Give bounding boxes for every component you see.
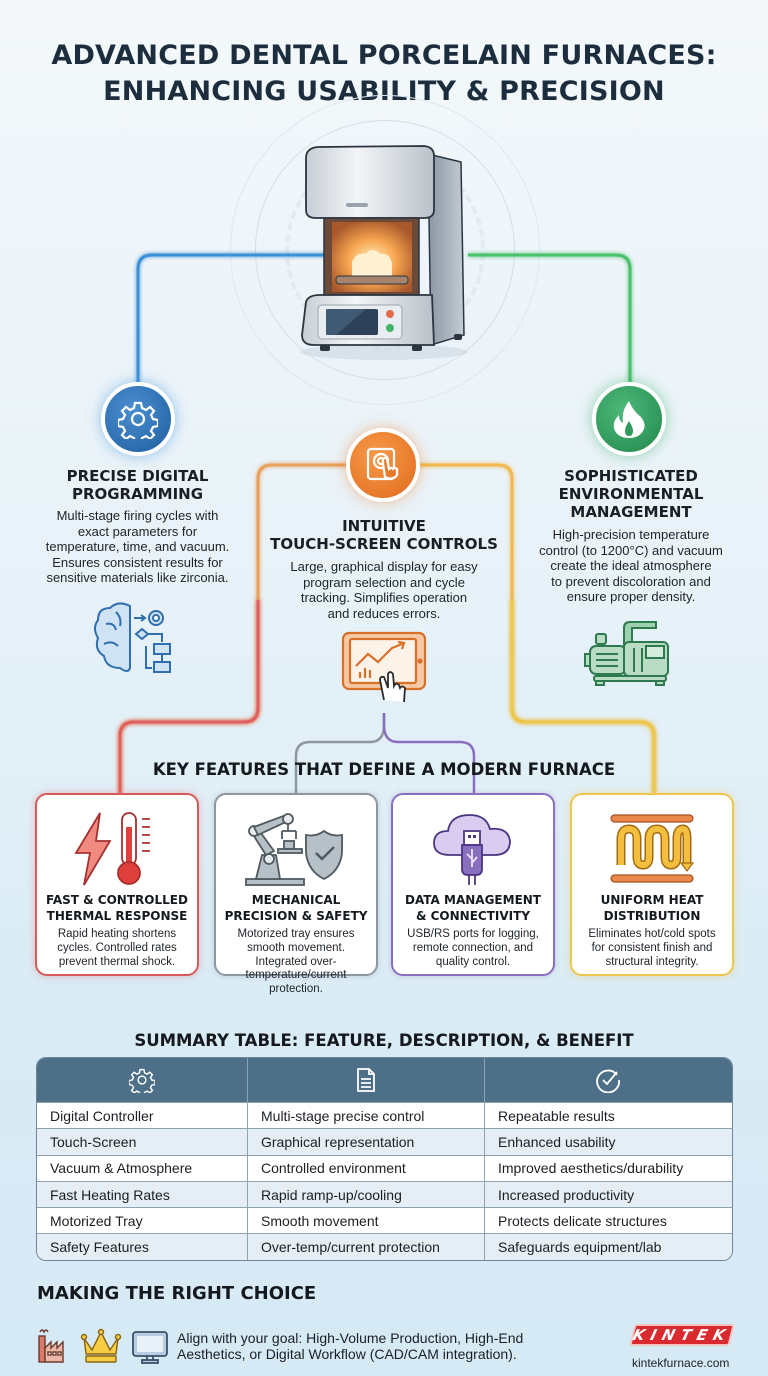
dental-furnace-illustration: [296, 140, 471, 365]
table-cell-feature: Motorized Tray: [37, 1208, 248, 1234]
gear-icon: [37, 1058, 248, 1102]
table-cell-feature: Fast Heating Rates: [37, 1181, 248, 1208]
feature-card-title: DATA MANAGEMENT & CONNECTIVITY: [404, 893, 541, 923]
pillar-title-digital-programming: PRECISE DIGITAL PROGRAMMING: [66, 467, 209, 503]
summary-table: Digital Controller Multi-stage precise c…: [36, 1057, 733, 1261]
kintek-logo: KINTEK: [629, 1324, 735, 1346]
table-cell-description: Smooth movement: [248, 1208, 485, 1234]
brain-flowchart-icon: [92, 598, 182, 683]
table-cell-benefit: Improved aesthetics/durability: [498, 1160, 684, 1177]
table-body: Digital Controller Multi-stage precise c…: [37, 1102, 732, 1260]
table-cell-feature: Digital Controller: [37, 1103, 248, 1129]
feature-card-thermal: FAST & CONTROLLED THERMAL RESPONSE Rapid…: [35, 793, 199, 976]
pillar-title-touch-screen: INTUITIVE TOUCH-SCREEN CONTROLS: [270, 517, 498, 553]
table-row: Fast Heating Rates Rapid ramp-up/cooling…: [37, 1180, 732, 1208]
check-circle-icon: [485, 1058, 731, 1102]
feature-card-desc: Motorized tray ensures smooth movement. …: [237, 928, 355, 996]
key-features-title: KEY FEATURES THAT DEFINE A MODERN FURNAC…: [152, 760, 616, 779]
feature-card-mechanical: MECHANICAL PRECISION & SAFETY Motorized …: [214, 793, 378, 995]
table-row: Vacuum & Atmosphere Controlled environme…: [37, 1154, 732, 1181]
brand-url[interactable]: kintekfurnace.com: [632, 1356, 730, 1370]
pillar-title-environmental: SOPHISTICATED ENVIRONMENTAL MANAGEMENT: [558, 467, 704, 521]
factory-icon: [36, 1328, 70, 1369]
heating-coil-icon: [572, 809, 732, 889]
crown-icon: [80, 1328, 122, 1369]
feature-card-title: FAST & CONTROLLED THERMAL RESPONSE: [46, 893, 188, 923]
feature-card-uniform-heat: UNIFORM HEAT DISTRIBUTION Eliminates hot…: [570, 793, 734, 976]
choice-text: Align with your goal: High-Volume Produc…: [177, 1330, 524, 1362]
choice-title: MAKING THE RIGHT CHOICE: [37, 1283, 317, 1304]
flame-icon: [592, 382, 666, 456]
gear-icon: [101, 382, 175, 456]
pillar-desc-digital-programming: Multi-stage firing cycles with exact par…: [45, 508, 230, 585]
feature-card-title: MECHANICAL PRECISION & SAFETY: [224, 893, 368, 923]
monitor-icon: [131, 1330, 169, 1369]
pillar-desc-touch-screen: Large, graphical display for easy progra…: [290, 559, 478, 621]
summary-table-title: SUMMARY TABLE: FEATURE, DESCRIPTION, & B…: [134, 1031, 634, 1050]
feature-card-desc: USB/RS ports for logging, remote connect…: [407, 928, 539, 968]
feature-card-desc: Eliminates hot/cold spots for consistent…: [588, 928, 716, 968]
pillar-desc-environmental: High-precision temperature control (to 1…: [539, 527, 723, 604]
title-line-1: ADVANCED DENTAL PORCELAIN FURNACES:: [51, 40, 717, 71]
table-cell-description: Over-temp/current protection: [248, 1234, 485, 1260]
table-cell-feature: Vacuum & Atmosphere: [37, 1155, 248, 1181]
table-row: Touch-Screen Graphical representation En…: [37, 1128, 732, 1155]
table-cell-benefit: Safeguards equipment/lab: [498, 1239, 662, 1256]
table-cell-description: Graphical representation: [248, 1129, 485, 1155]
table-header: [37, 1058, 732, 1102]
lightning-thermometer-icon: [37, 809, 197, 889]
feature-card-title: UNIFORM HEAT DISTRIBUTION: [600, 893, 704, 923]
table-cell-feature: Safety Features: [37, 1234, 248, 1260]
touch-tablet-icon: [346, 428, 420, 502]
tablet-chart-touch-icon: [340, 630, 430, 715]
document-icon: [248, 1058, 485, 1102]
vacuum-pump-icon: [584, 620, 676, 695]
page-title: ADVANCED DENTAL PORCELAIN FURNACES: ENHA…: [0, 38, 768, 110]
table-row: Motorized Tray Smooth movement Protects …: [37, 1207, 732, 1234]
table-cell-benefit: Enhanced usability: [498, 1133, 616, 1150]
table-cell-description: Rapid ramp-up/cooling: [248, 1181, 485, 1208]
table-cell-description: Multi-stage precise control: [248, 1103, 485, 1129]
robot-arm-shield-icon: [216, 809, 376, 889]
table-row: Safety Features Over-temp/current protec…: [37, 1233, 732, 1260]
cloud-usb-icon: [393, 809, 553, 889]
table-cell-description: Controlled environment: [248, 1155, 485, 1181]
feature-card-desc: Rapid heating shortens cycles. Controlle…: [57, 928, 177, 968]
table-cell-benefit: Increased productivity: [498, 1186, 635, 1203]
table-cell-benefit: Protects delicate structures: [498, 1212, 667, 1229]
table-cell-benefit: Repeatable results: [498, 1107, 615, 1124]
table-cell-feature: Touch-Screen: [37, 1129, 248, 1155]
feature-card-data: DATA MANAGEMENT & CONNECTIVITY USB/RS po…: [391, 793, 555, 976]
table-row: Digital Controller Multi-stage precise c…: [37, 1102, 732, 1129]
